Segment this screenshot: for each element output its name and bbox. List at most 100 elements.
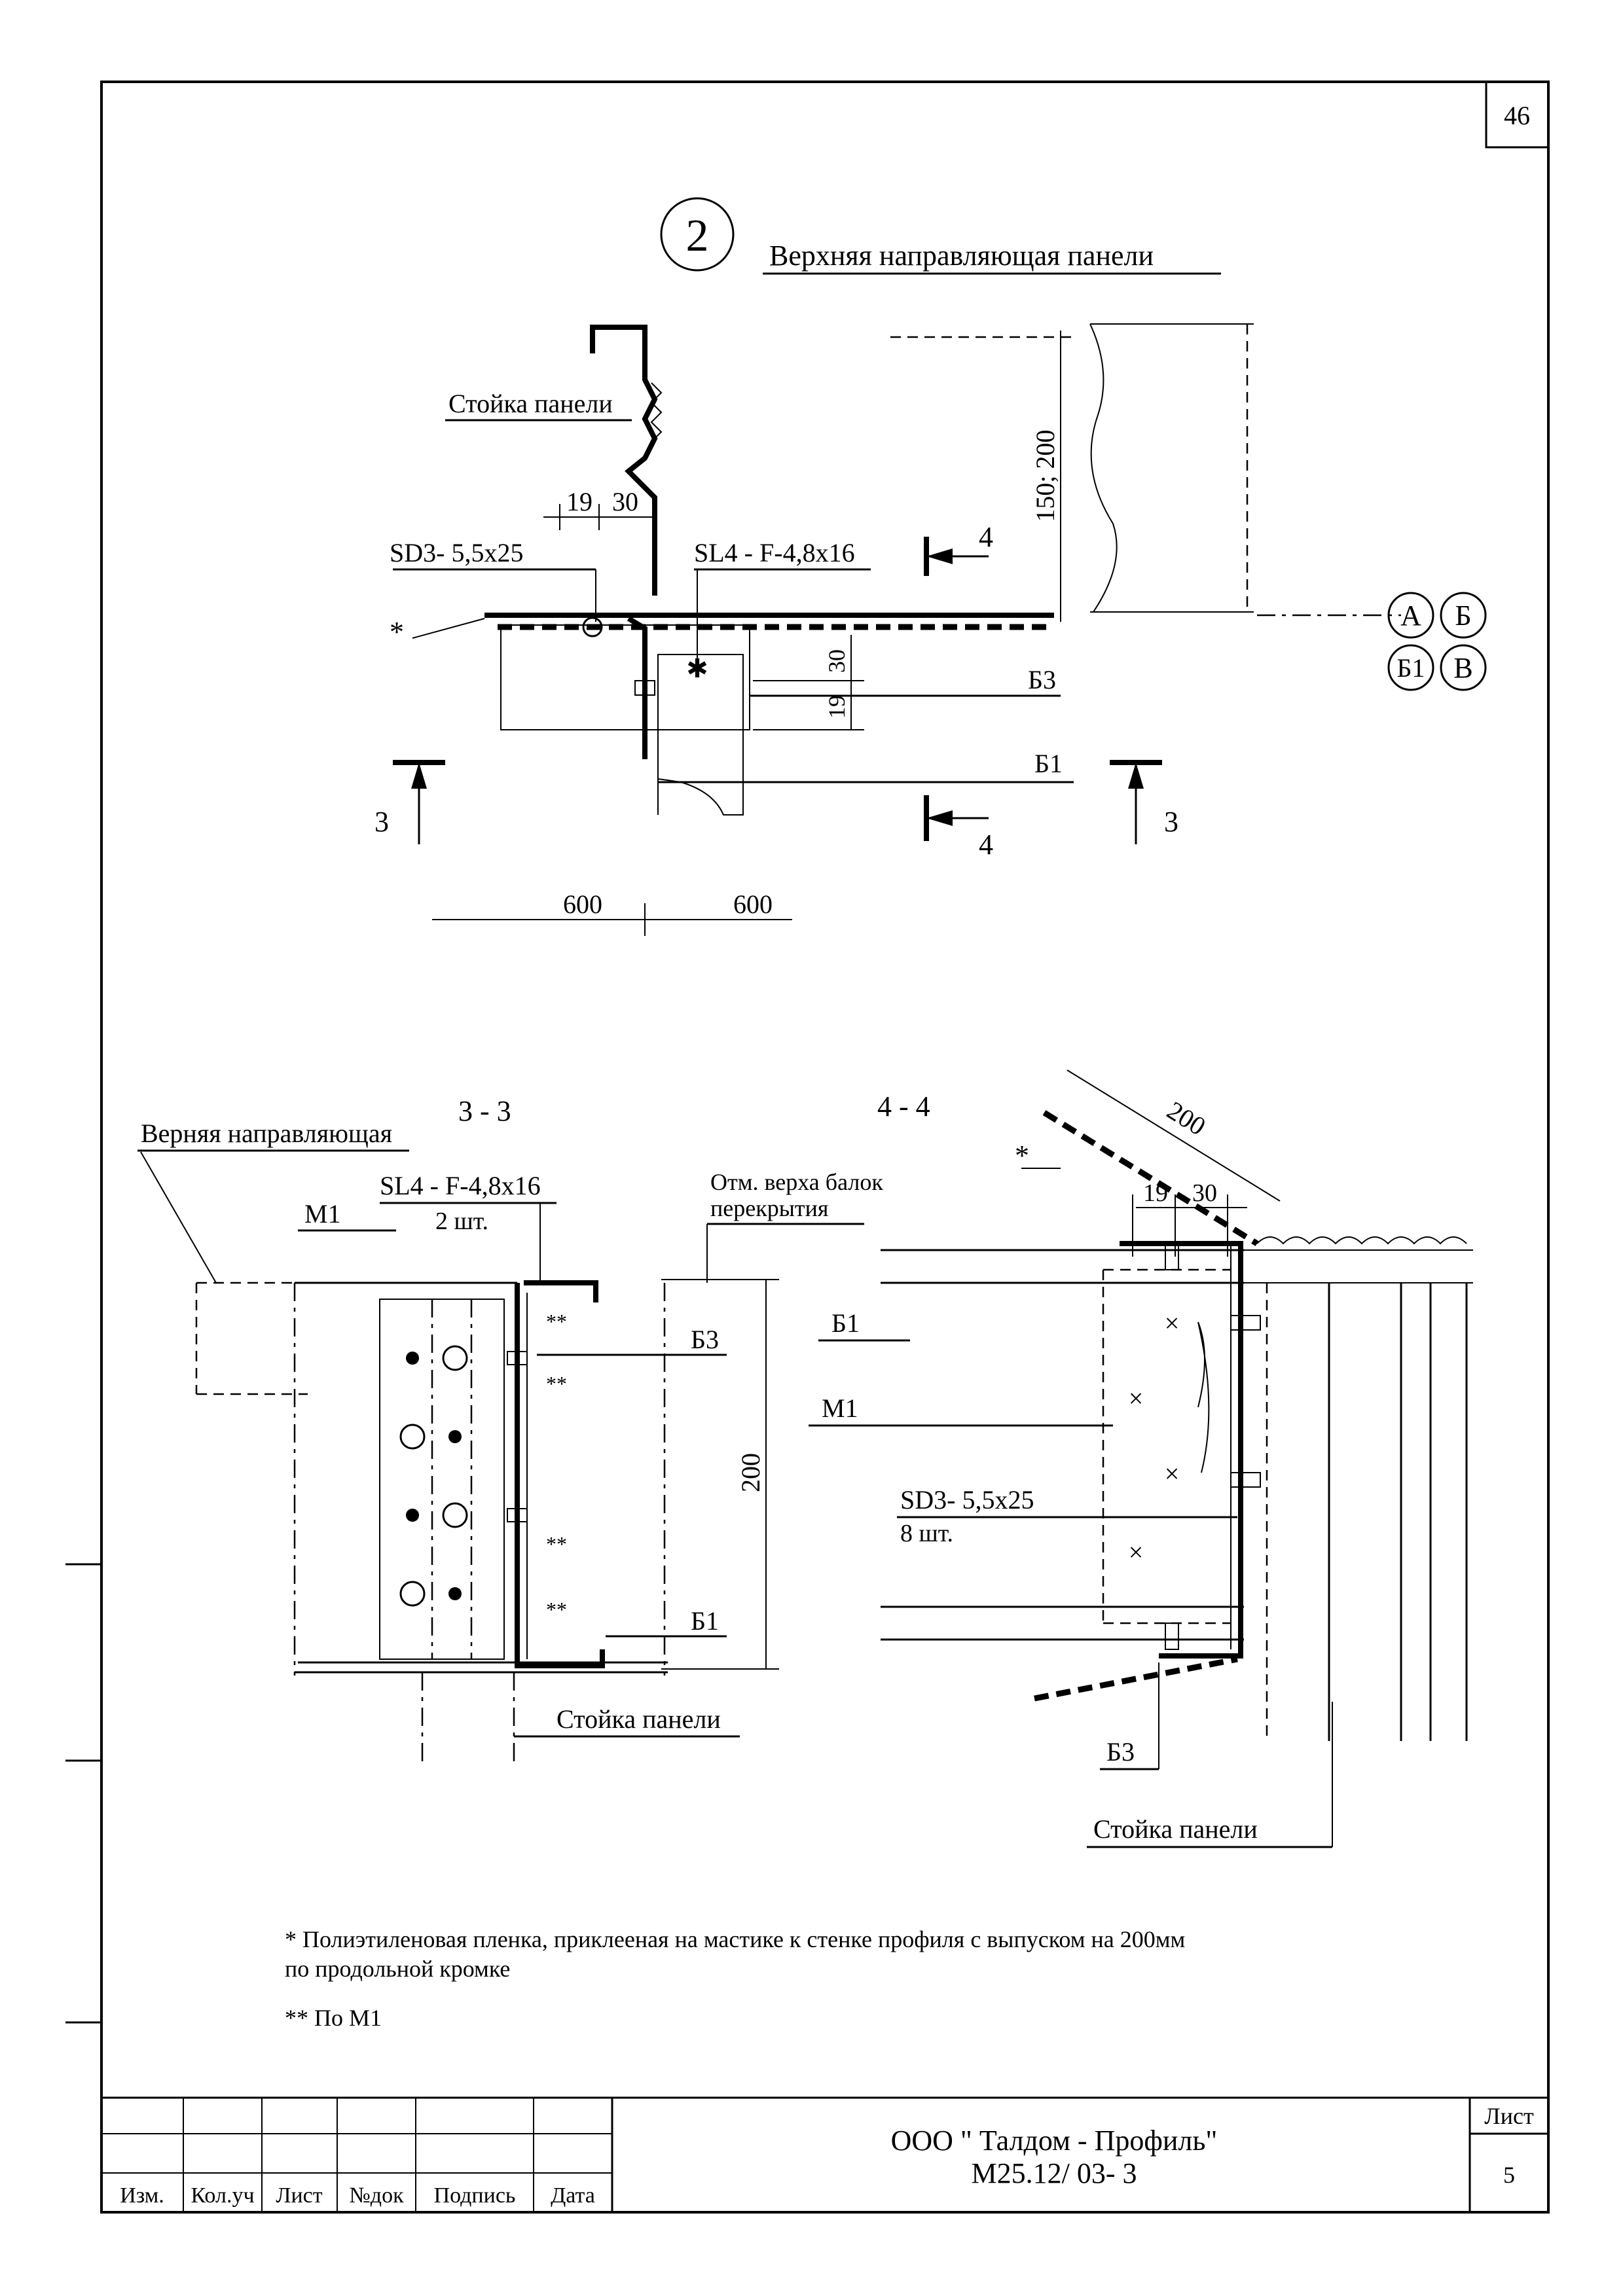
screw-sl4-head [634,680,655,696]
double-star: ** [546,1532,567,1556]
dim-30: 30 [612,487,638,516]
section-4-4: 4 - 4 200 * 19 30 × × × [809,1069,1473,1848]
section-3-arrowhead-left [411,762,427,789]
detail-mark-circle [660,197,735,272]
cross-mark: × [1129,1537,1144,1567]
title-block: Изм. Кол.уч Лист №док Подпись Дата ООО "… [101,2096,1548,2212]
sheet-value: 5 [1503,2162,1515,2188]
dim-30-44: 30 [1192,1179,1217,1207]
col-kol-uch: Кол.уч [191,2183,254,2208]
m1-label-44: М1 [822,1393,858,1423]
screw [1165,1623,1179,1650]
label-b3-44: Б3 [1106,1737,1135,1767]
label-b1-44: Б1 [831,1308,860,1338]
hole [406,1509,419,1522]
m1-label-33: М1 [304,1199,341,1229]
plate-m1 [379,1299,505,1660]
col-list: Лист [276,2183,322,2208]
dim-200-33: 200 [736,1453,765,1492]
sheet-number: 46 [1504,101,1530,130]
doc-code: М25.12/ 03- 3 [972,2157,1137,2189]
hole [448,1430,462,1443]
screw [507,1508,528,1522]
label-b1: Б1 [1034,749,1063,778]
hole [448,1587,462,1600]
post-channel-44 [1120,1241,1243,1659]
section-4-arrowhead-top [926,548,953,564]
section-4-label-top: 4 [979,521,993,553]
panel-post-label-44: Стойка панели [1093,1814,1258,1844]
section-4-4-title: 4 - 4 [877,1090,930,1122]
section-3-3-title: 3 - 3 [458,1095,511,1127]
hole [406,1352,419,1365]
panel-post-profile [590,325,658,596]
col-ndok: №док [349,2183,404,2208]
fastener-33: SL4 - F-4,8x16 [380,1171,541,1200]
double-star: ** [546,1310,567,1333]
label-b3-33: Б3 [691,1325,719,1354]
star-leader [412,618,485,639]
notes: * Полиэтиленовая пленка, приклееная на м… [285,1926,1185,2031]
top-guide-panel [1089,323,1254,613]
star-note-mark: * [390,616,404,648]
col-podpis: Подпись [434,2183,516,2208]
axis-bubble-a-label: А [1400,600,1421,632]
dim-200-44-line [1067,1069,1281,1202]
col-izm: Изм. [120,2183,164,2208]
cross-mark: × [1129,1384,1144,1413]
section-3-3: 3 - 3 Верняя направляющая SL4 - F-4,8x16… [137,1095,883,1767]
screw [1230,1315,1261,1331]
angled-film-bottom [1034,1656,1238,1702]
axis-bubble-b [1440,592,1487,639]
sheet-number-box [1485,81,1550,149]
floor-slab [1244,1249,1473,1283]
bolt-hole [442,1502,468,1528]
break-line [1197,1321,1210,1473]
dim-600-right: 600 [733,889,773,919]
fastener-sl4-label: SL4 - F-4,8x16 [694,538,855,567]
label-b3: Б3 [1028,665,1056,694]
fastener-33-qty: 2 шт. [435,1208,488,1235]
dim-600-left: 600 [563,889,602,919]
note-1-line-2: по продольной кромке [285,1956,510,1982]
post-channel [515,1283,605,1668]
note-2: ** По М1 [285,2005,382,2031]
floor-corrugation [1256,1236,1467,1245]
panel-post-label: Стойка панели [448,389,613,418]
axis-bubble-v-label: В [1453,652,1472,684]
bolt-hole [442,1345,468,1371]
post-channel-top [524,1280,598,1302]
bolt-hole [399,1424,426,1450]
axis-bubble-v [1440,644,1487,691]
top-guide-label-33: Верняя направляющая [141,1119,392,1148]
axis-bubble-b-label: Б [1455,600,1471,632]
section-4-label-bottom: 4 [979,829,993,861]
top-guide-label: Верхняя направляющая панели [769,240,1154,272]
drawing-frame [100,81,1550,2214]
fastener-44-qty: 8 шт. [900,1520,953,1547]
section-3-arrowhead-right [1128,762,1144,789]
axis-bubble-b1-label: Б1 [1397,653,1425,683]
screw [507,1351,528,1365]
dim-150-200: 150; 200 [1030,429,1060,522]
detail-mark: 2 [686,211,709,261]
top-guide-pointer [140,1151,217,1283]
section-3-label-left: 3 [374,806,389,838]
cross-mark: ✱ [686,654,708,683]
post-ribs [650,382,663,442]
fastener-44: SD3- 5,5x25 [900,1485,1034,1515]
section-4-arrowhead-bottom [926,810,953,826]
col-data: Дата [551,2183,595,2208]
beam-b3-outline [500,624,750,730]
screw [1165,1243,1179,1270]
axis-bubble-a [1387,592,1434,639]
label-b1-33: Б1 [691,1606,719,1636]
double-star: ** [546,1372,567,1395]
bolt-hole [399,1581,426,1607]
cross-mark: × [1165,1308,1180,1338]
dim-200-44: 200 [1162,1096,1211,1141]
axis-bubble-b1 [1387,644,1434,691]
angled-film-top [1042,1110,1259,1246]
fastener-sd3-label: SD3- 5,5x25 [390,538,523,567]
